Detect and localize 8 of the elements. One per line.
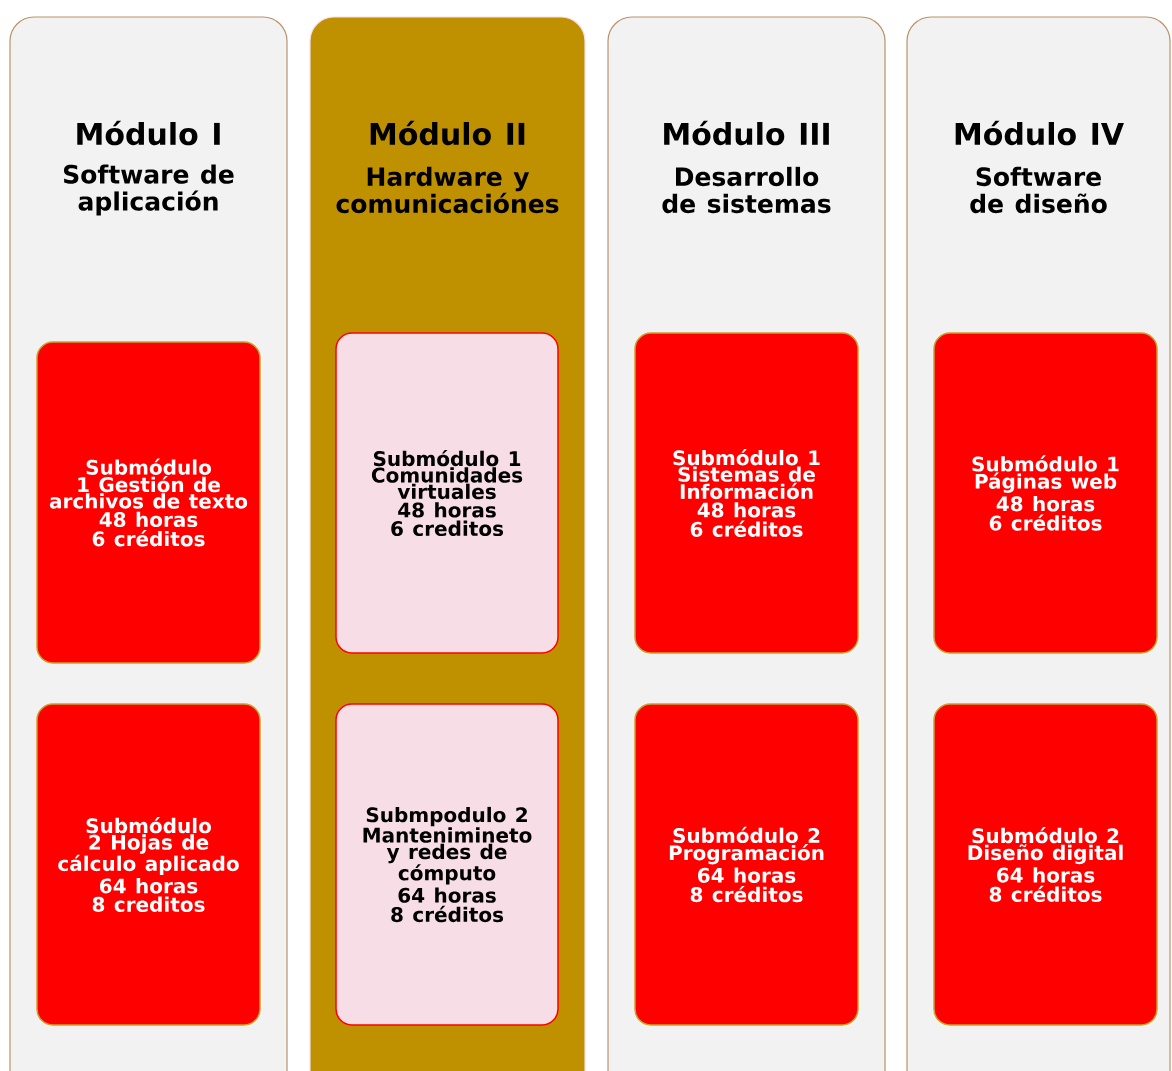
- submodule-box: Submódulo 2 Programación 64 horas 8 créditos: [634, 703, 859, 1026]
- submodule-box: Submódulo 2 Hojas de cálculo aplicado 64 horas 8 creditos: [36, 703, 261, 1026]
- submodule-box: Submpodulo 2 Mantenimineto y redes de cómputo 64 horas 8 créditos: [335, 703, 559, 1026]
- submodule-box: Submódulo 1 Sistemas de Información 48 horas 6 créditos: [634, 332, 859, 654]
- submodule-box: Submódulo 1 Páginas web 48 horas 6 créditos: [933, 332, 1158, 654]
- submodule-box: Submódulo 1 Comunidades virtuales 48 horas 6 creditos: [335, 332, 559, 654]
- submodule-box: Submódulo 1 Gestión de archivos de texto 48 horas 6 créditos: [36, 341, 261, 664]
- submodule-box: Submódulo 2 Diseño digital 64 horas 8 créditos: [933, 703, 1158, 1026]
